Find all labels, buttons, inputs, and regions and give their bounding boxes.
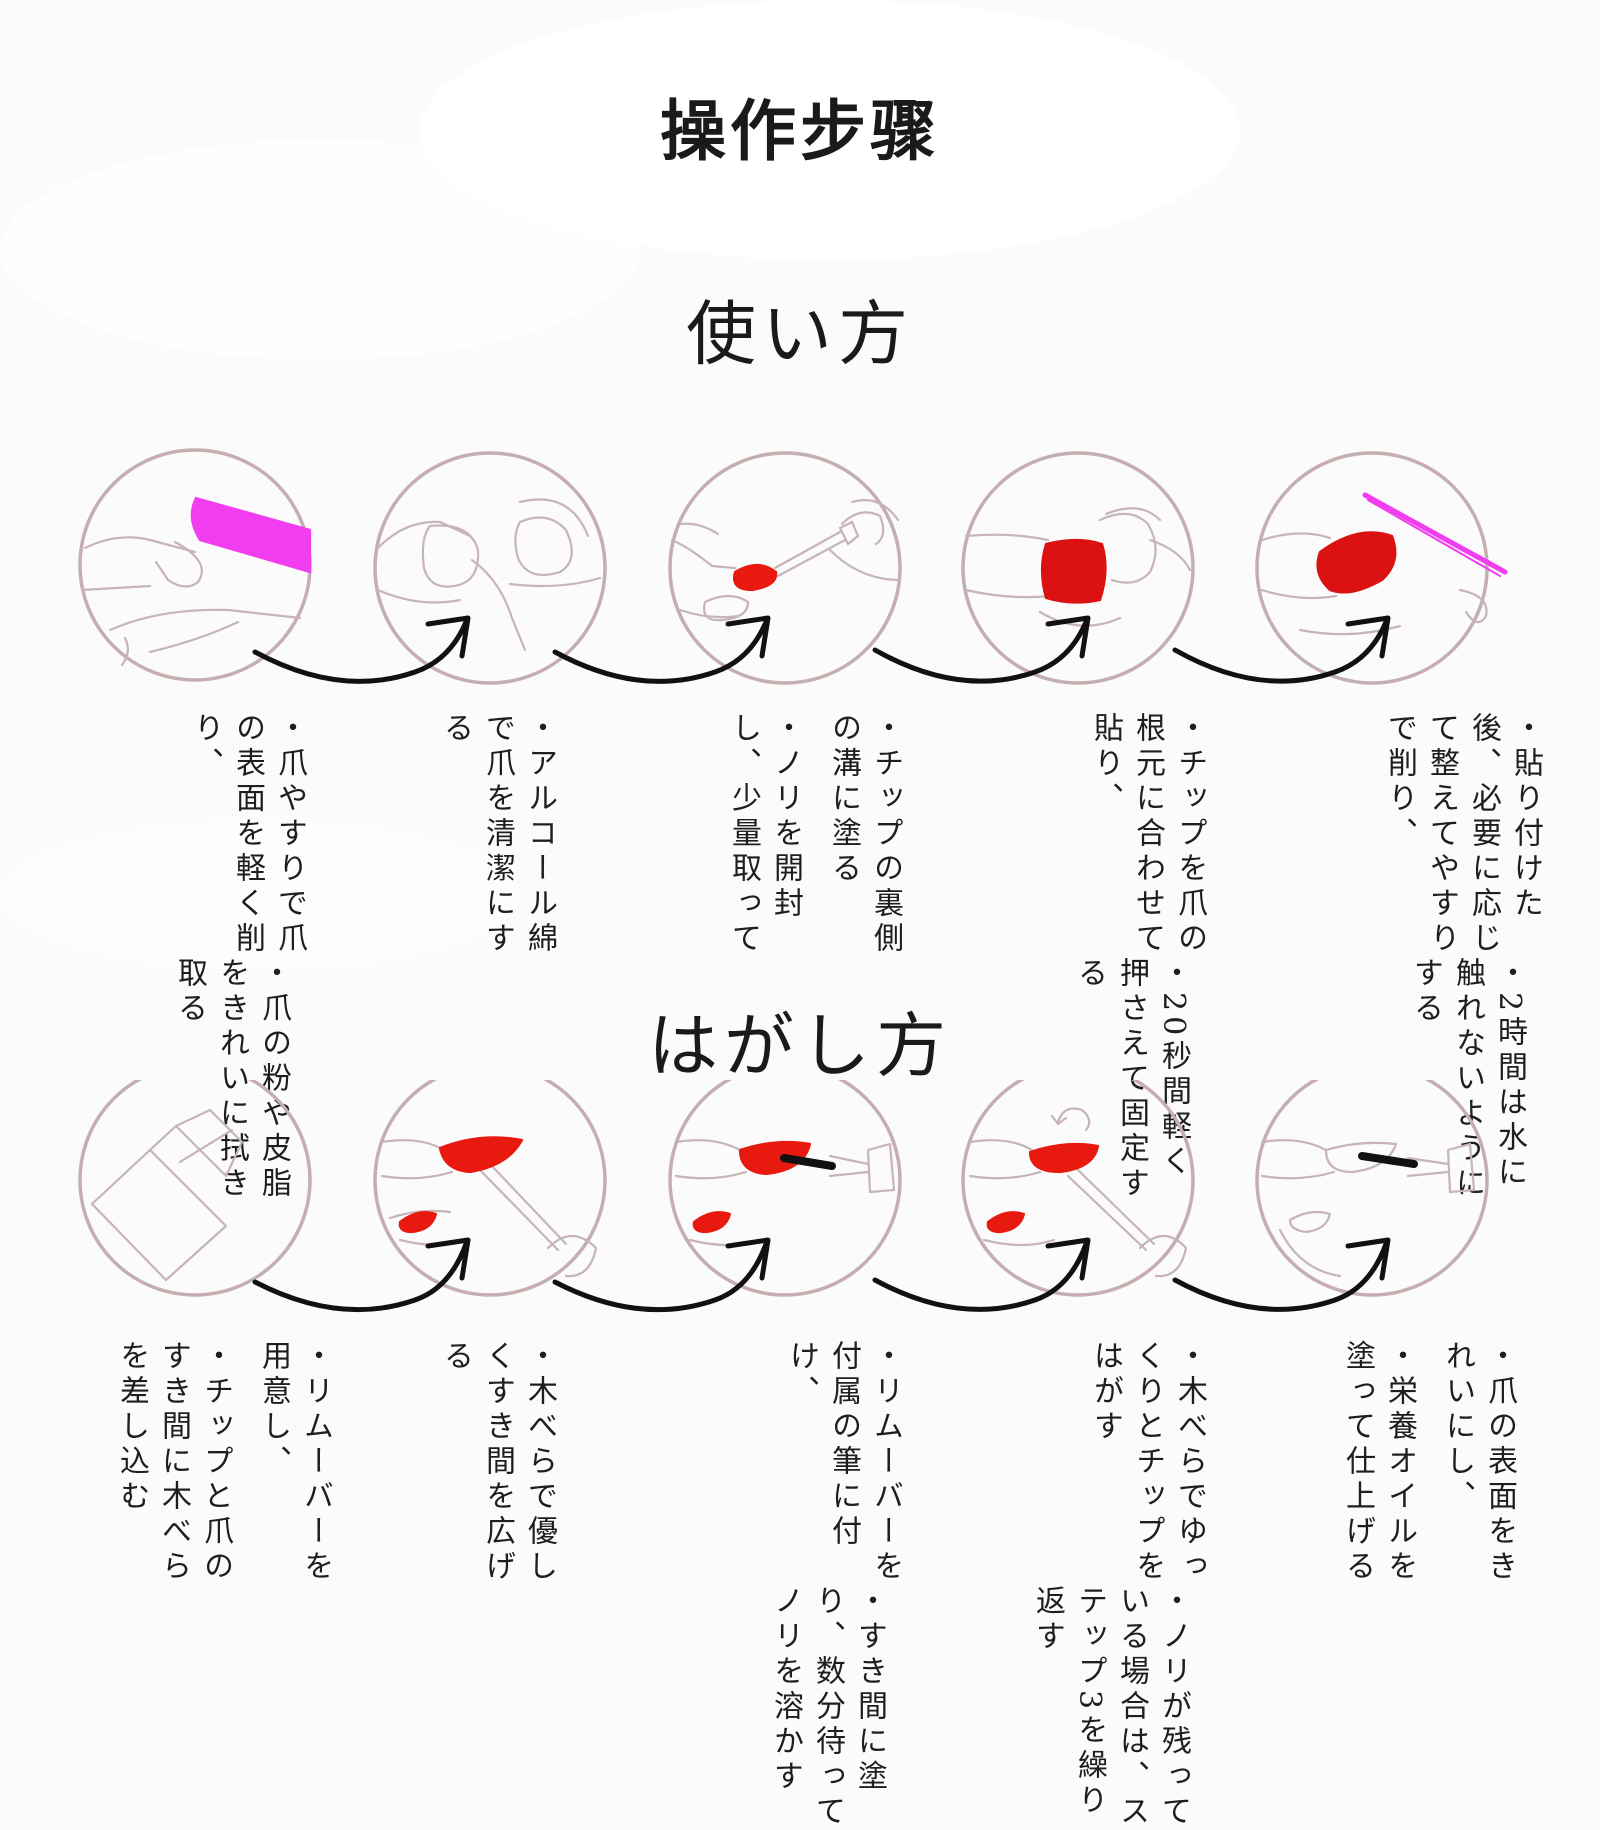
step-illustration-insert-spatula [375,1080,605,1295]
step-text: ・チップと爪のすき間に木べらを差し込む [110,1340,236,1585]
step-illustration-remover-bottle [80,1080,310,1295]
removal-steps: ・リムーバーを用意し、 ・チップと爪のすき間に木べらを差し込む ・木べらで優しく… [0,1340,1600,1590]
page-title: 操作步骤 [0,78,1600,174]
usage-illustration-row [0,440,1600,720]
usage-step-3: ・チップの裏側の溝に塗る ・ノリを開封し、少量取って [646,712,906,962]
step-illustration-clean-nail [375,453,605,683]
removal-illustration-row [0,1080,1600,1360]
removal-step-5: ・爪の表面をきれいにし、 ・栄養オイルを塗って仕上げる [1260,1340,1520,1590]
step-text: ・ノリを開封し、少量取って [722,712,806,957]
step-text: ・爪の表面をきれいにし、 [1436,1340,1520,1585]
usage-step-1: ・爪やすりで爪の表面を軽く削り、 ・爪の粉や皮脂をきれいに拭き取る [50,712,310,962]
removal-step-4: ・木べらでゆっくりとチップをはがす ・ノリが残っている場合は、ステップ3を繰り返… [950,1340,1210,1590]
step-illustration-finish-oil [1257,1080,1487,1295]
step-text: ・リムーバーを付属の筆に付け、 [780,1340,906,1585]
step-text: ・すき間に塗り、数分待ってノリを溶かす [764,1585,890,1830]
removal-step-2: ・木べらで優しくすき間を広げる [300,1340,560,1590]
usage-step-5: ・貼り付けた後、必要に応じて整えてやすりで削り、 ・2時間は水に触れないようにす… [1276,712,1546,962]
removal-step-3: ・リムーバーを付属の筆に付け、 ・すき間に塗り、数分待ってノリを溶かす [646,1340,906,1590]
section-title-removal: はがし方 [0,990,1600,1091]
step-text: ・木べらで優しくすき間を広げる [434,1340,560,1585]
step-text: ・栄養オイルを塗って仕上げる [1336,1340,1420,1585]
step-text: ・チップの裏側の溝に塗る [822,712,906,957]
step-text: ・ノリが残っている場合は、ステップ3を繰り返す [1026,1585,1194,1830]
step-illustration-apply-remover [670,1080,900,1295]
removal-step-1: ・リムーバーを用意し、 ・チップと爪のすき間に木べらを差し込む [76,1340,336,1590]
step-illustration-file-nail [80,450,310,680]
arrow-icon [255,618,1388,681]
step-text: ・チップを爪の根元に合わせて貼り、 [1084,712,1210,957]
section-title-usage: 使い方 [0,278,1600,379]
step-text: ・貼り付けた後、必要に応じて整えてやすりで削り、 [1378,712,1546,957]
step-text: ・木べらでゆっくりとチップをはがす [1084,1340,1210,1585]
usage-step-4: ・チップを爪の根元に合わせて貼り、 ・20秒間軽く押さえて固定する [950,712,1210,962]
step-illustration-apply-glue [670,453,900,683]
usage-steps: ・爪やすりで爪の表面を軽く削り、 ・爪の粉や皮脂をきれいに拭き取る ・アルコール… [0,712,1600,962]
step-text: ・爪やすりで爪の表面を軽く削り、 [184,712,310,957]
usage-step-2: ・アルコール綿で爪を清潔にする [300,712,560,962]
step-text: ・アルコール綿で爪を清潔にする [434,712,560,957]
step-illustration-press-tip [963,453,1193,683]
